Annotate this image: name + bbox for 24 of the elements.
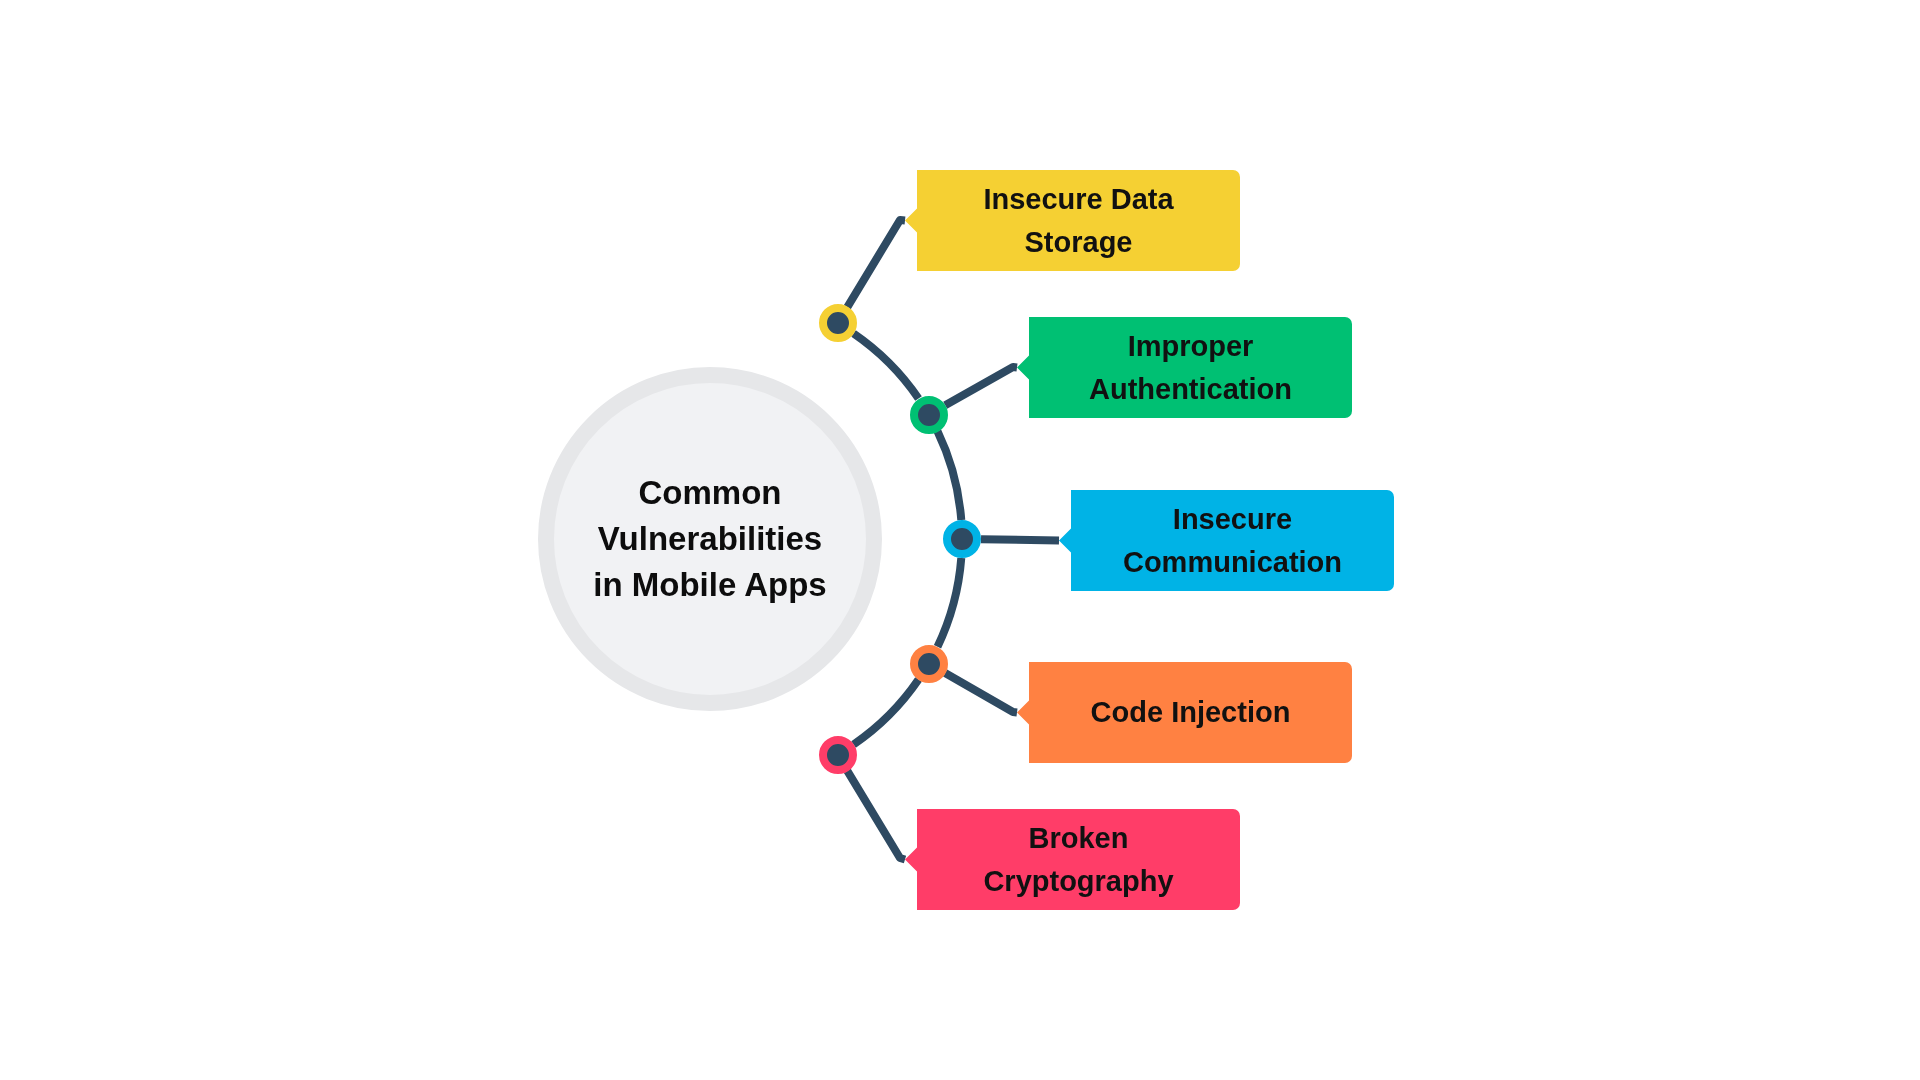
connector-line: [843, 216, 906, 310]
connector-line: [943, 669, 1018, 717]
connector-dot: [943, 520, 981, 558]
connector-line: [933, 429, 966, 521]
connector-line: [933, 557, 966, 649]
vulnerability-label: Improper Authentication: [1088, 329, 1293, 407]
callout-box: [1017, 662, 1352, 763]
vulnerability-label: Broken Cryptography: [982, 821, 1175, 899]
callout-box: [905, 809, 1240, 910]
callout-box: [1059, 490, 1394, 591]
connector-line: [851, 330, 922, 401]
connector-dot: [909, 395, 948, 434]
vulnerability-label: Insecure Data Storage: [982, 182, 1175, 260]
connector-line: [943, 363, 1018, 409]
vulnerability-label: Insecure Communication: [1121, 502, 1344, 580]
callout-box: [1017, 317, 1352, 418]
connector-dot: [818, 735, 857, 774]
hub-title: Common Vulnerabilities in Mobile Apps: [592, 472, 828, 606]
connector-dot: [818, 304, 857, 343]
connector-line: [851, 677, 922, 748]
connector-line: [843, 768, 907, 864]
callout-box: [905, 170, 1240, 271]
vulnerability-label: Code Injection: [1090, 695, 1291, 731]
connector-dot: [909, 644, 948, 683]
